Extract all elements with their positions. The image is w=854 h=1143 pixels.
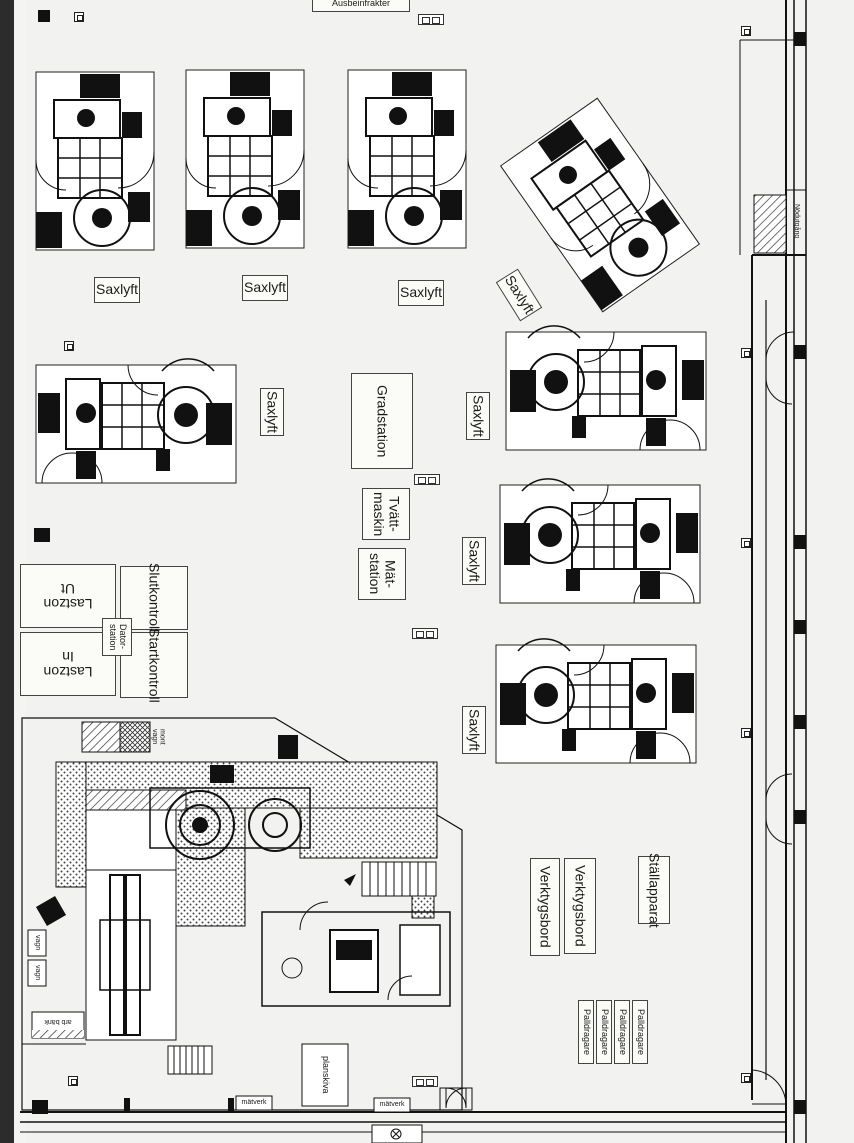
label-planskiva: planskiva (320, 1056, 331, 1094)
double-outlet-icon (412, 1076, 438, 1087)
label-saxlyft-8: Saxlyft (462, 706, 486, 754)
outlet-icon (741, 348, 751, 358)
label-nodutgang: Nödutgång (792, 203, 800, 239)
label-arb-bank: arb bänk (44, 1017, 72, 1025)
label-matverk-2: mätverk (379, 1101, 405, 1109)
label-palldragare-3: Palldragare (596, 1000, 612, 1064)
label-saxlyft-5: Saxlyft (260, 388, 284, 436)
label-vagn-2: vagn (33, 965, 41, 981)
outlet-icon (741, 26, 751, 36)
label-tvattmaskin: Tvätt- maskin (362, 488, 410, 540)
label-saxlyft-2: Saxlyft (242, 275, 288, 301)
label-ausfuhr: Ausbeinfrakter (312, 0, 410, 12)
label-datorstation: Dator- station (102, 618, 132, 656)
outlet-icon (64, 341, 74, 351)
label-saxlyft-6: Saxlyft (466, 392, 490, 440)
label-matverk-1: mätverk (241, 1099, 267, 1107)
double-outlet-icon (414, 474, 440, 485)
label-verktygsbord-1: Verktygsbord (564, 858, 596, 954)
outlet-icon (741, 538, 751, 548)
double-outlet-icon (418, 14, 444, 25)
label-palldragare-4: Palldragare (578, 1000, 594, 1064)
label-saxlyft-3: Saxlyft (398, 280, 444, 306)
outlet-icon (741, 1073, 751, 1083)
label-montvagn: mont vagn (151, 729, 166, 745)
label-saxlyft-1: Saxlyft (94, 277, 140, 303)
double-outlet-icon (412, 628, 438, 639)
label-verktygsbord-2: Verktygsbord (530, 858, 560, 956)
label-stallapparat: Ställapparat (638, 853, 670, 927)
label-saxlyft-7: Saxlyft (462, 537, 486, 585)
label-vagn-1: vagn (33, 935, 41, 951)
outlet-icon (741, 728, 751, 738)
label-palldragare-2: Palldragare (614, 1000, 630, 1064)
outlet-icon (74, 12, 84, 22)
label-palldragare-1: Palldragare (632, 1000, 648, 1064)
label-matstation: Mät- station (358, 548, 406, 600)
outlet-icon (68, 1076, 78, 1086)
label-gradstation: Gradstation (351, 373, 413, 469)
